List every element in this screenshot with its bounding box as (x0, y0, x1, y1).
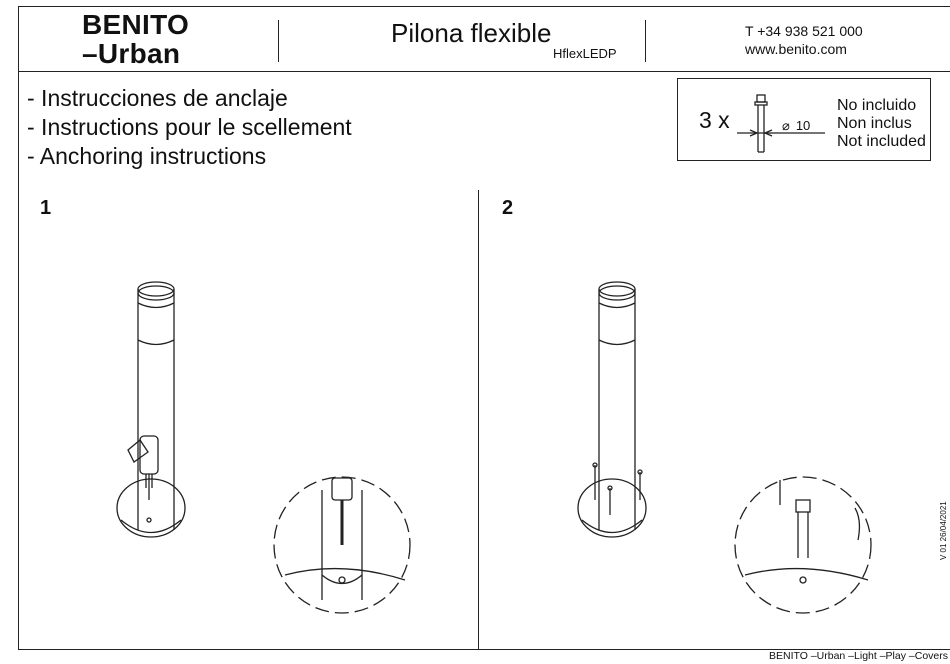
phone-number: T +34 938 521 000 (745, 23, 863, 39)
note-es: No incluido (837, 97, 917, 114)
not-included-notes: No incluido Non inclus Not included (837, 97, 926, 151)
document-frame (18, 6, 950, 650)
document-version: V 01 26/04/2021 (939, 501, 948, 560)
bolt-quantity: 3 x (699, 107, 730, 133)
brand-line-1: BENITO (82, 9, 190, 40)
brand-line-2: –Urban (82, 38, 181, 69)
hardware-box (677, 78, 931, 161)
anchor-bolt-detail-icon (734, 476, 872, 614)
diameter-value: 10 (795, 118, 811, 133)
anchor-bolt-icon (737, 94, 825, 153)
header-divider (18, 71, 950, 72)
step-2-number: 2 (502, 197, 514, 219)
product-title: Pilona flexible (391, 18, 552, 48)
footer-brands: BENITO –Urban –Light –Play –Covers (769, 650, 948, 662)
header-separator (278, 20, 279, 62)
website: www.benito.com (745, 41, 847, 57)
contact-info: T +34 938 521 000 www.benito.com (745, 22, 863, 58)
instruction-fr: - Instructions pour le scellement (27, 114, 352, 140)
drilling-detail-icon (273, 476, 411, 614)
step-divider (478, 190, 479, 650)
header-separator (645, 20, 646, 62)
bollard-with-anchor-bolts-icon (577, 281, 647, 538)
step-1-number: 1 (40, 197, 52, 219)
instructions-list: - Instrucciones de anclaje - Instruction… (27, 84, 352, 171)
brand-logo: BENITO –Urban (82, 10, 189, 68)
instruction-en: - Anchoring instructions (27, 143, 267, 169)
bollard-with-drill-icon (116, 281, 186, 538)
note-en: Not included (837, 133, 926, 150)
diameter-label: ⌀ 10 (782, 118, 810, 134)
instruction-es: - Instrucciones de anclaje (27, 85, 288, 111)
product-code: HflexLEDP (553, 46, 617, 61)
diameter-symbol: ⌀ (782, 118, 790, 133)
note-fr: Non inclus (837, 115, 912, 132)
